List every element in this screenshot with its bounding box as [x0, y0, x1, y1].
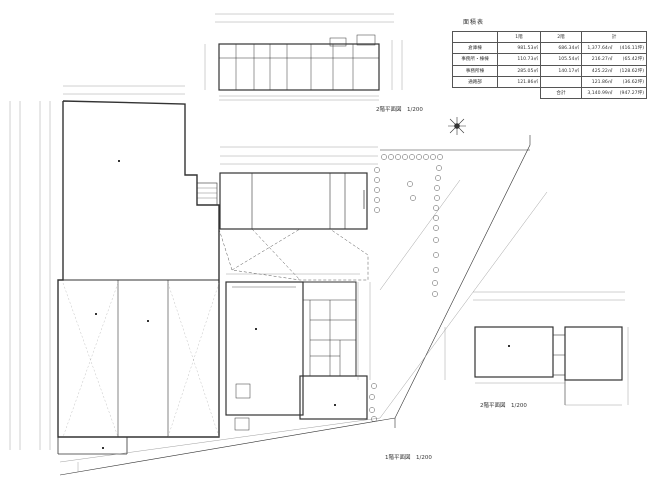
table-header-cell: 2階	[540, 30, 582, 44]
row-label: 通路部	[452, 75, 498, 88]
office-building-main	[225, 273, 371, 431]
tsubo-value: (416.11坪)	[614, 42, 648, 55]
table-row: 通路部 121.86㎡ 121.86㎡ (36.62坪)	[452, 75, 648, 88]
floor1-value: 110.73㎡	[497, 53, 541, 66]
table-row: 事務所・棟棟 110.73㎡ 105.54㎡ 216.27㎡ (65.42坪)	[452, 53, 648, 66]
total-value: 1,377.64㎡	[581, 42, 615, 55]
row-label: 事務所棟	[452, 64, 498, 77]
second-floor-plan-top	[204, 13, 403, 101]
caption-2f-top: 2階平面図 1/200	[376, 107, 423, 113]
second-floor-plan-right	[444, 291, 629, 406]
total-value: 121.86㎡	[581, 75, 615, 88]
passage-area	[218, 228, 369, 281]
tsubo-value: (65.42坪)	[614, 53, 648, 66]
tsubo-value: (128.62坪)	[614, 64, 648, 77]
area-table-title: 面積表	[463, 19, 485, 26]
floor1-value: 121.86㎡	[497, 75, 541, 88]
floor2-value	[540, 75, 582, 88]
floor2-value: 140.17㎡	[540, 64, 582, 77]
table-total-row: 合計 3,140.99㎡ (947.27坪)	[453, 86, 648, 100]
table-header-cell: 1階	[497, 30, 541, 44]
table-header-cell: 計	[581, 30, 647, 44]
total-label: 合計	[540, 86, 582, 100]
table-header-row: 1階 2階 計	[452, 30, 647, 44]
table-row: 事務所棟 285.05㎡ 140.17㎡ 425.22㎡ (128.62坪)	[452, 64, 648, 77]
total-value: 425.22㎡	[581, 64, 615, 77]
floor1-value: 981.53㎡	[497, 42, 541, 55]
tsubo-value: (36.62坪)	[614, 75, 648, 88]
tree-row	[369, 154, 443, 422]
total-value: 216.27㎡	[581, 53, 615, 66]
office-building-north	[219, 146, 378, 230]
grand-total-tsubo: (947.27坪)	[614, 86, 648, 100]
warehouse-building	[9, 85, 220, 455]
floor2-value: 105.54㎡	[540, 53, 582, 66]
caption-1f: 1階平面図 1/200	[385, 455, 432, 461]
grand-total-value: 3,140.99㎡	[581, 86, 615, 100]
table-row: 倉庫棟 981.53㎡ 686.34㎡ 1,377.64㎡ (416.11坪)	[452, 42, 648, 55]
caption-2f-right: 2階平面図 1/200	[480, 403, 527, 409]
area-table: 1階 2階 計 倉庫棟 981.53㎡ 686.34㎡ 1,377.64㎡ (4…	[452, 30, 648, 100]
row-label: 倉庫棟	[452, 42, 498, 55]
floor1-value: 285.05㎡	[497, 64, 541, 77]
table-header-cell	[452, 30, 498, 44]
row-label: 事務所・棟棟	[452, 53, 498, 66]
floor2-value: 686.34㎡	[540, 42, 582, 55]
site-boundary	[59, 135, 548, 476]
north-arrow-icon	[448, 117, 466, 135]
